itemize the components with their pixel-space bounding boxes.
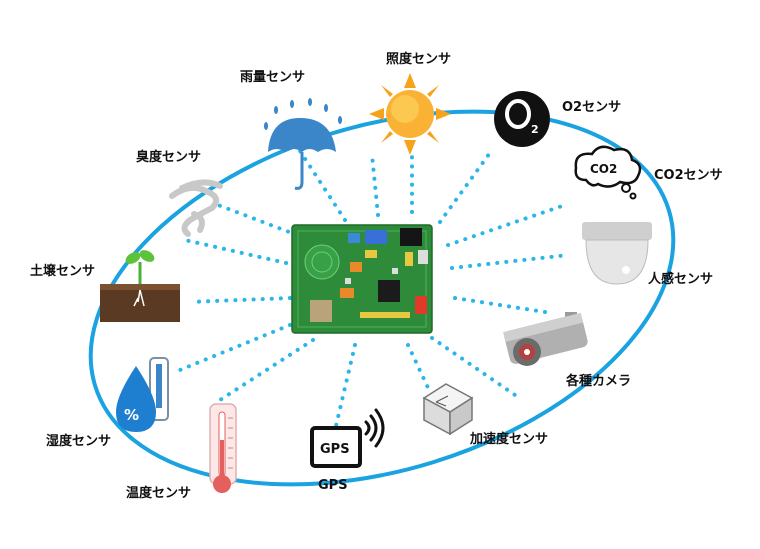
co2-cloud-text: CO2 [590,162,617,176]
label-o2-sensor: O2センサ [562,100,622,115]
accelerometer-icon [422,383,474,436]
label-gps: GPS [318,478,348,493]
label-humidity-sensor: 湿度センサ [46,434,112,449]
sun-icon [369,73,451,155]
co2-cloud-icon: CO2 [574,145,642,200]
camera-icon [503,312,588,366]
label-acceleration-sensor: 加速度センサ [470,432,549,447]
label-soil-sensor: 土壌センサ [30,264,96,279]
humidity-icon: % [116,357,169,432]
svg-text:2: 2 [531,123,539,136]
label-motion-sensor: 人感センサ [648,272,714,287]
controller-board [291,224,433,334]
humidity-drop-text: % [124,406,139,424]
label-odor-sensor: 臭度センサ [136,150,202,165]
gps-device-icon: GPS [310,408,385,468]
soil-sprout-icon [100,250,180,322]
sensor-ring [88,109,676,487]
odor-smoke-icon [169,179,223,237]
o2-icon: 2 [494,91,550,147]
label-camera: 各種カメラ [566,374,632,389]
label-co2-sensor: CO2センサ [654,168,723,183]
motion-sensor-icon [582,222,652,285]
thermometer-icon [209,403,237,493]
connector-lines [173,146,570,432]
label-rainfall-sensor: 雨量センサ [240,70,306,85]
label-illuminance-sensor: 照度センサ [386,52,452,67]
umbrella-rain-icon [264,98,342,190]
gps-box-text: GPS [320,442,350,457]
label-temperature-sensor: 温度センサ [126,486,192,501]
